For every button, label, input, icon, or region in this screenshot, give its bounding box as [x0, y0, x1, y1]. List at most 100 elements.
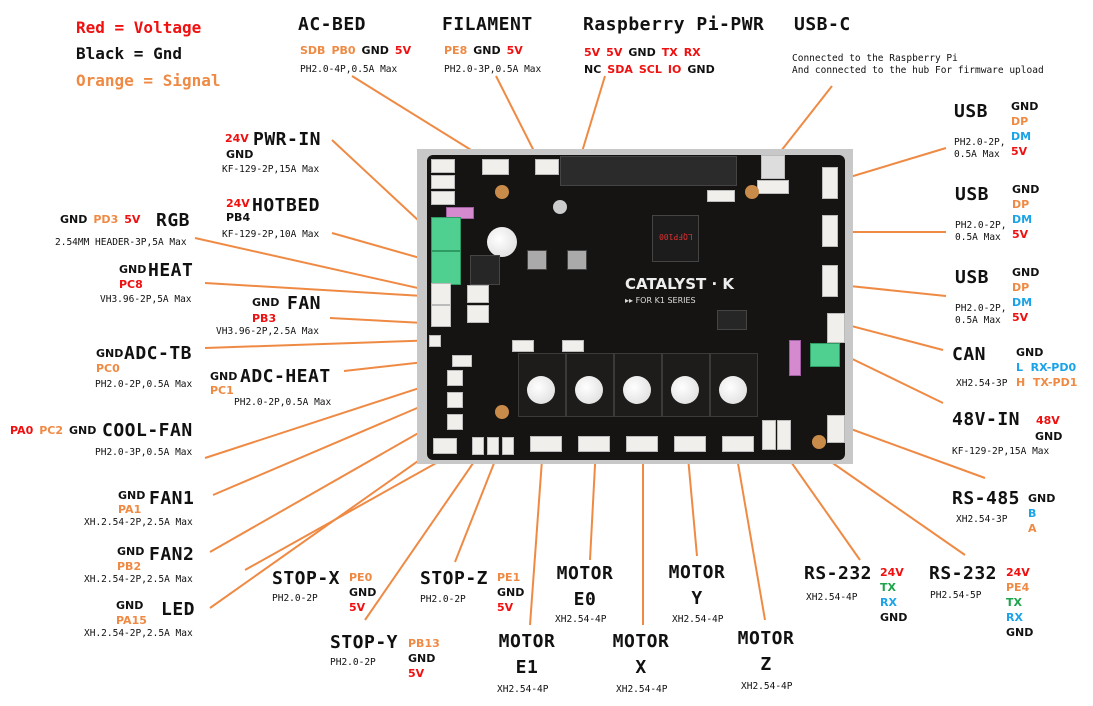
- usb3-spec1: PH2.0-2P,: [955, 303, 1007, 314]
- pin-label: SCL: [638, 63, 662, 76]
- rs232-b-connector: [777, 420, 791, 450]
- fan-title: FAN: [287, 293, 322, 314]
- pin-label: IO: [667, 63, 682, 76]
- stop-z-title: STOP-Z: [420, 568, 489, 589]
- motor-y-connector: [674, 436, 706, 452]
- driver-socket-e1: [518, 353, 566, 417]
- inductor: [527, 250, 547, 270]
- leader-cool-fan: [204, 377, 451, 459]
- fan-signal: PB3: [252, 312, 277, 325]
- sop16-chip: [717, 310, 747, 330]
- leader-fan2: [209, 414, 451, 553]
- legend-signal: Orange = Signal: [76, 71, 221, 90]
- pin-label: GND: [628, 46, 656, 59]
- usb-c-port: [761, 155, 785, 179]
- rs485-connector: [827, 415, 845, 443]
- rs232-a-connector: [762, 420, 776, 450]
- leader-adc-tb: [204, 339, 441, 349]
- connector: [757, 180, 789, 194]
- leader-motor-y: [686, 445, 698, 557]
- usb-c-title: USB-C: [794, 14, 851, 35]
- can-gnd: GND: [1016, 346, 1044, 359]
- fan1-connector: [447, 392, 463, 408]
- rpi-pwr-title: Raspberry Pi-PWR: [583, 14, 765, 35]
- pin-label: 5V: [1012, 311, 1029, 324]
- motor-e1-title: MOTOR: [498, 631, 556, 652]
- legend-gnd: Black = Gnd: [76, 44, 182, 63]
- fan2-title: FAN2: [149, 544, 195, 565]
- driver-socket-e0: [566, 353, 614, 417]
- connector: [431, 175, 455, 189]
- led-gnd: GND: [116, 599, 144, 612]
- pin-label: 5V: [124, 213, 141, 226]
- usb1-title: USB: [954, 101, 989, 122]
- can-connector: [827, 313, 845, 343]
- can-spec: XH2.54-3P: [956, 378, 1008, 389]
- stop-z-connector: [502, 437, 514, 455]
- pin-label: GND: [361, 44, 389, 57]
- usb2-title: USB: [955, 184, 990, 205]
- cool-fan-connector: [447, 370, 463, 386]
- motor-y-title: MOTOR: [668, 562, 726, 583]
- pin-label: PE8: [444, 44, 468, 57]
- pin-label: A: [1028, 522, 1037, 535]
- leader-usb3: [839, 284, 947, 297]
- 48v-in-voltage: 48V: [1036, 414, 1060, 427]
- rpi-header: [560, 156, 737, 186]
- fan2-gnd: GND: [117, 545, 145, 558]
- driver-socket-x: [614, 353, 662, 417]
- pwr-in-title: PWR-IN: [253, 129, 322, 150]
- filament-spec: PH2.0-3P,0.5A Max: [444, 64, 542, 75]
- motor-z-connector: [722, 436, 754, 452]
- motor-e0-spec: XH2.54-4P: [555, 614, 607, 625]
- adc-tb-title: ADC-TB: [124, 343, 193, 364]
- fuse: [789, 340, 801, 376]
- usb2-spec1: PH2.0-2P,: [955, 220, 1007, 231]
- leader-ac-bed: [351, 75, 493, 164]
- pin-label: GND: [473, 44, 501, 57]
- pin-label: SDA: [607, 63, 633, 76]
- hotbed-signal: PB4: [226, 211, 251, 224]
- pin-label: 24V: [880, 566, 904, 579]
- mount-hole: [812, 435, 826, 449]
- adc-tb-connector: [429, 335, 441, 347]
- motor-z-title: MOTOR: [737, 628, 795, 649]
- filament-title: FILAMENT: [442, 14, 533, 35]
- heat-spec: VH3.96-2P,5A Max: [100, 294, 192, 305]
- pin-label: DP: [1011, 115, 1029, 128]
- heat-signal: PC8: [119, 278, 143, 291]
- led-signal: PA15: [116, 614, 147, 627]
- ac-bed-spec: PH2.0-4P,0.5A Max: [300, 64, 398, 75]
- led-title: LED: [161, 599, 196, 620]
- pin-label: GND: [1011, 100, 1039, 113]
- pwr-in-spec: KF-129-2P,15A Max: [222, 164, 320, 175]
- stop-x-spec: PH2.0-2P: [272, 593, 318, 604]
- usb-c-note2: And connected to the hub For firmware up…: [792, 65, 1044, 76]
- brand-label: CATALYST · K: [625, 275, 735, 293]
- heat-connector: [431, 283, 451, 305]
- pin-label: 5V: [1012, 228, 1029, 241]
- pin-label: PB13: [408, 637, 440, 650]
- pin-label: GND: [497, 586, 525, 599]
- leader-usb1: [839, 147, 947, 181]
- mcu-chip: LQFP100: [652, 215, 699, 262]
- connector: [562, 340, 584, 352]
- rs232-b-title: RS-232: [929, 563, 998, 584]
- fan1-signal: PA1: [118, 503, 142, 516]
- 48v-in-title: 48V-IN: [952, 409, 1021, 430]
- usb3-title: USB: [955, 267, 990, 288]
- pin-label: 5V: [506, 44, 523, 57]
- capacitor: [553, 200, 567, 214]
- fan1-spec: XH.2.54-2P,2.5A Max: [84, 517, 193, 528]
- motor-x-connector: [626, 436, 658, 452]
- usb1-spec2: 0.5A Max: [954, 149, 1000, 160]
- leader-filament: [495, 75, 541, 164]
- motor-e0-title: MOTOR: [556, 563, 614, 584]
- pin-label: RX: [683, 46, 701, 59]
- adc-heat-gnd: GND: [210, 370, 238, 383]
